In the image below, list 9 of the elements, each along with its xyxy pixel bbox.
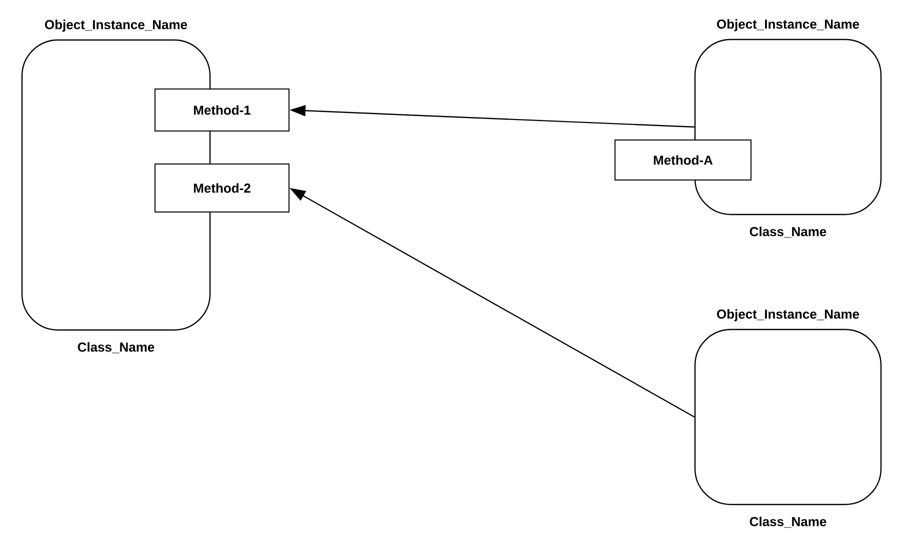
method-box: Method-1 [154,88,290,132]
instance-name: Object_Instance_Name [45,20,188,32]
instance-name: Object_Instance_Name [717,19,860,32]
instance-name: Object_Instance_Name [717,309,860,322]
class-name: Class_Name [750,516,826,528]
method-box: Method-2 [154,164,290,212]
class-name: Class_Name [78,342,154,354]
method-box: Method-A [614,140,752,180]
class-name: Class_Name [750,226,826,238]
